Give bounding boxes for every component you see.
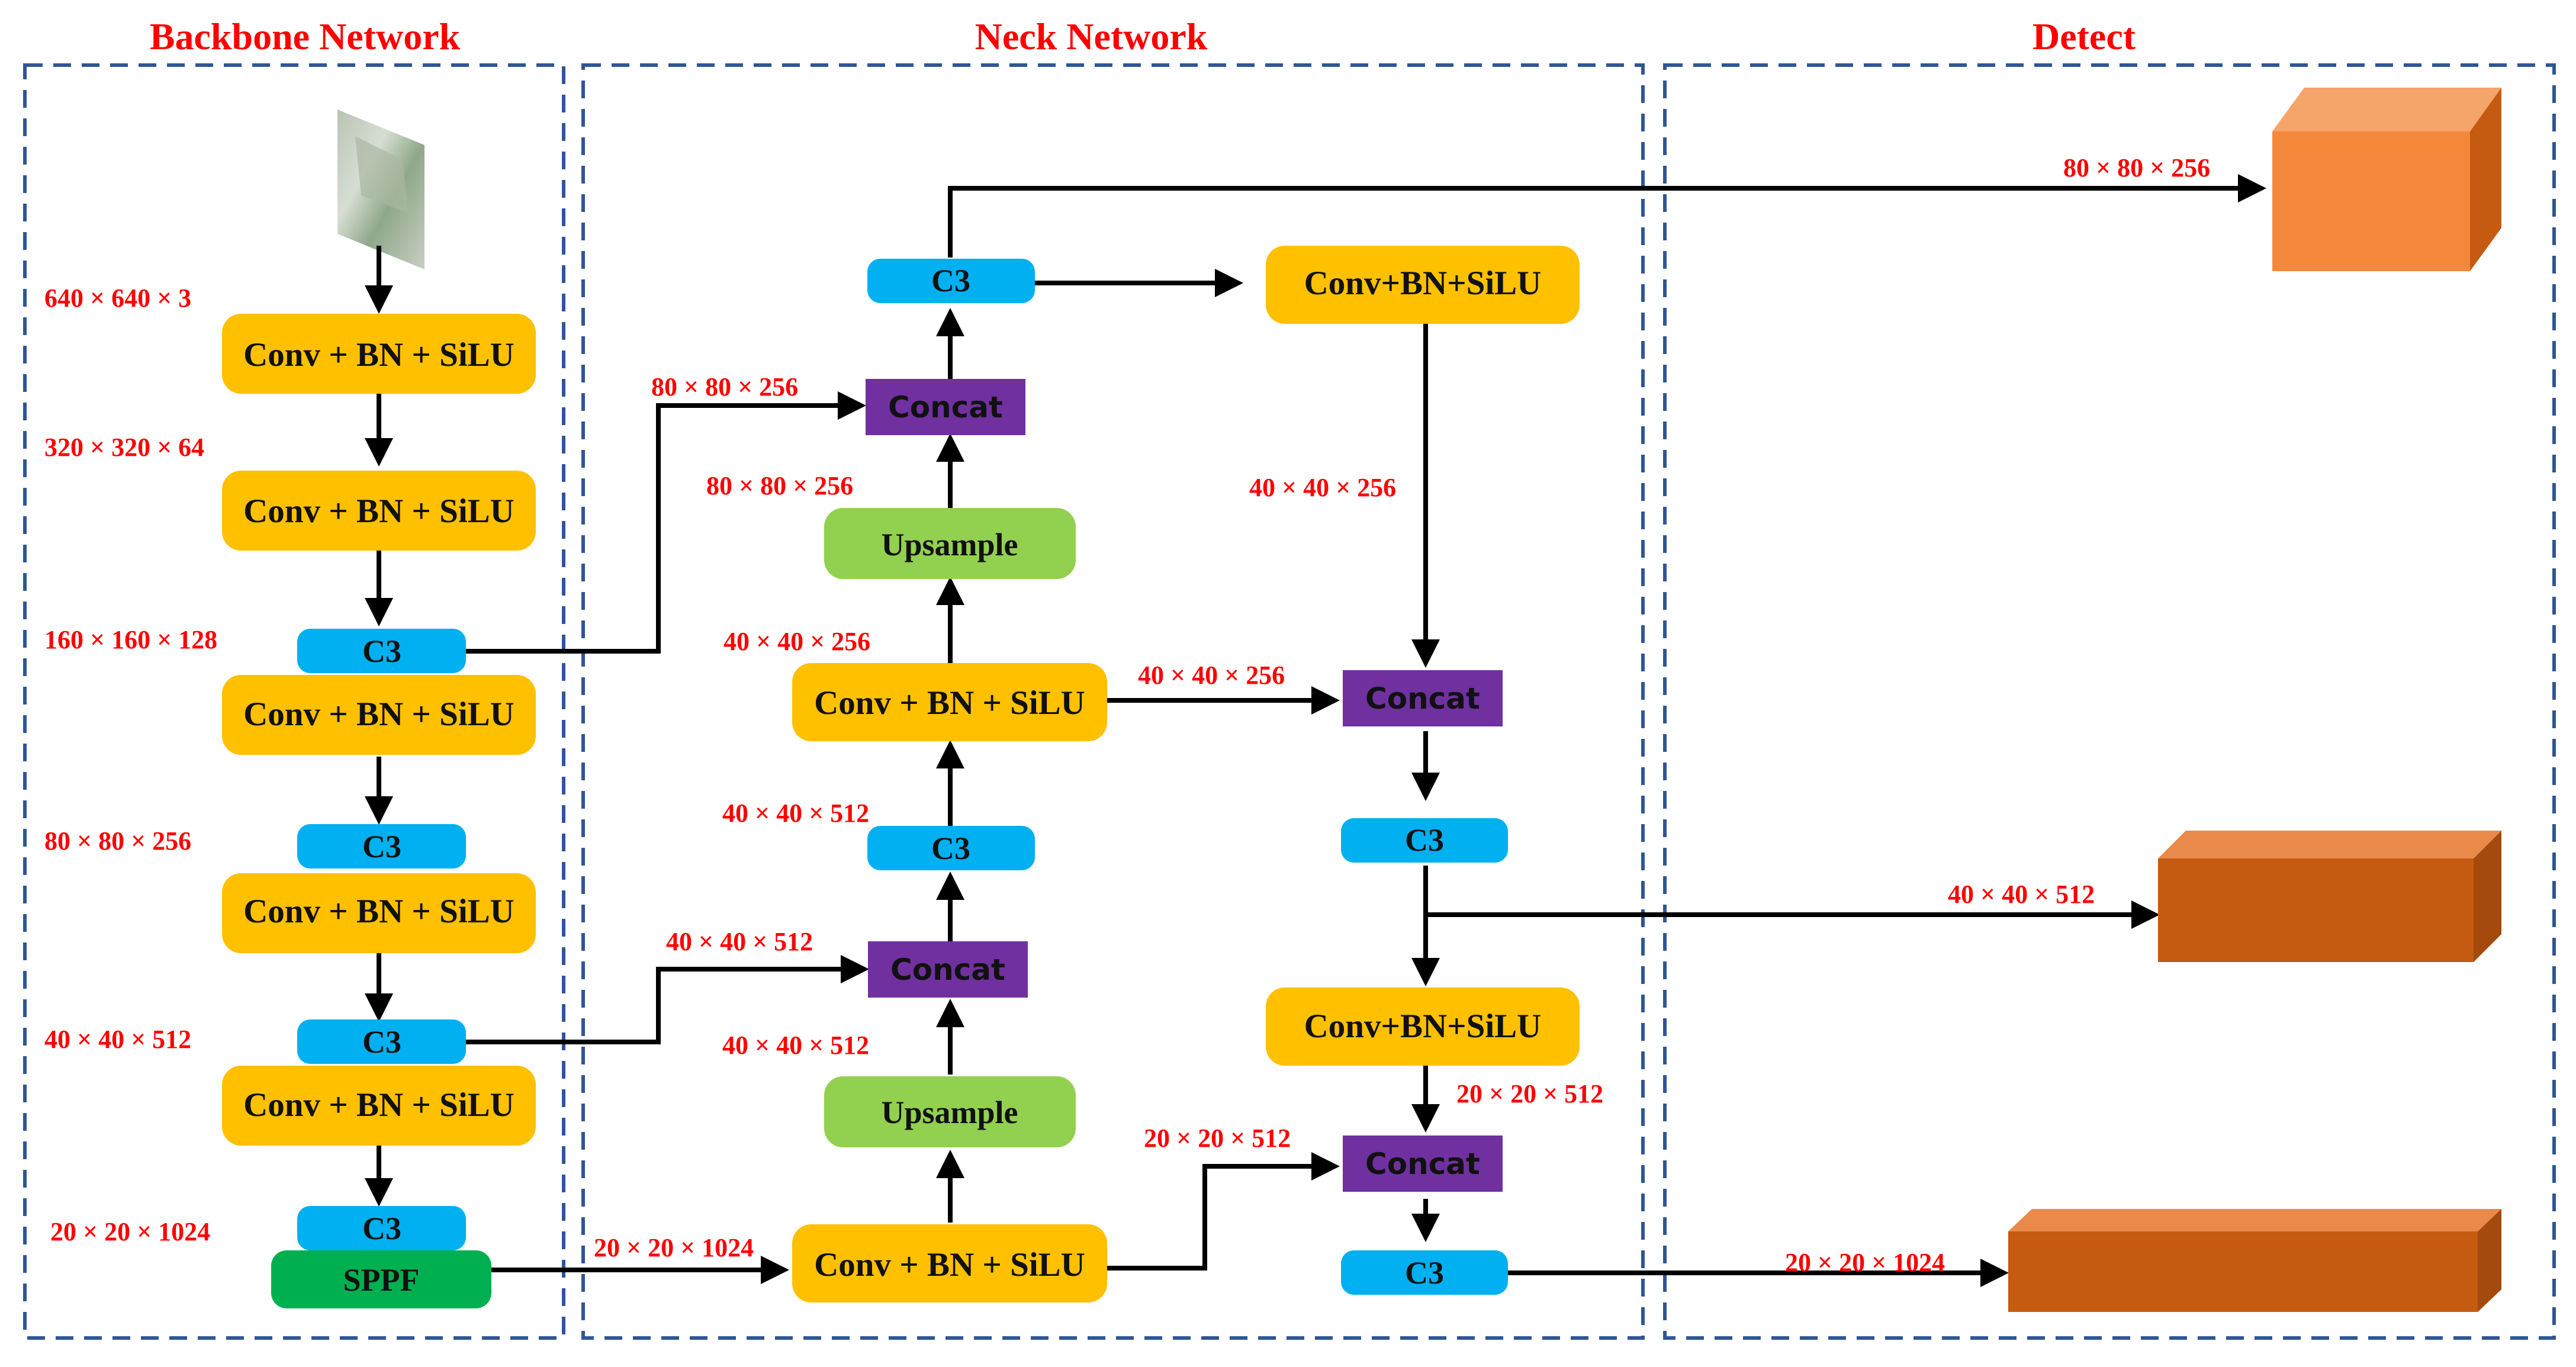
backbone-dim-1: 640 × 640 × 3	[44, 284, 191, 313]
backbone-c3-3-label: C3	[362, 1024, 401, 1060]
neck-upsample-1-label: Upsample	[881, 527, 1018, 562]
neck-dim-c3-mid-out: 40 × 40 × 512	[722, 799, 869, 828]
detect-head-2	[2158, 831, 2501, 962]
backbone-dim-5: 40 × 40 × 512	[44, 1025, 191, 1054]
neck-conv-right-top: Conv+BN+SiLU	[1266, 246, 1580, 324]
neck-conv-bottom: Conv + BN + SiLU	[792, 1224, 1107, 1302]
neck-concat-1-label: Concat	[888, 390, 1003, 424]
neck-c3-right-1: C3	[1341, 818, 1508, 863]
neck-concat-right-1: Concat	[1343, 670, 1503, 726]
arrow-c3-to-concat1	[465, 391, 866, 654]
backbone-c3-4: C3	[297, 1206, 466, 1250]
neck-dim-upsample-1: 80 × 80 × 256	[706, 471, 853, 500]
backbone-section-frame	[23, 63, 565, 1340]
neck-dim-conv-bottom-right: 20 × 20 × 512	[1456, 1079, 1603, 1108]
sppf-label: SPPF	[343, 1262, 420, 1298]
backbone-conv-3-label: Conv + BN + SiLU	[243, 696, 514, 733]
neck-dim-right-down: 40 × 40 × 256	[1249, 473, 1396, 502]
detect-head-3	[2008, 1209, 2501, 1312]
backbone-c3-4-label: C3	[362, 1211, 401, 1246]
backbone-dim-3: 160 × 160 × 128	[44, 625, 217, 654]
neck-concat-2-label: Concat	[890, 953, 1005, 987]
detect-dim-1: 80 × 80 × 256	[2063, 153, 2210, 182]
detect-dim-3: 20 × 20 × 1024	[1785, 1248, 1945, 1277]
neck-upsample-2: Upsample	[824, 1076, 1076, 1147]
backbone-c3-1-label: C3	[362, 633, 401, 669]
neck-dim-conv-mid-out: 40 × 40 × 256	[723, 627, 870, 656]
neck-dim-in-conv-bottom: 20 × 20 × 1024	[594, 1233, 754, 1262]
neck-c3-right-2: C3	[1341, 1250, 1508, 1295]
backbone-conv-4: Conv + BN + SiLU	[222, 873, 536, 953]
neck-conv-mid: Conv + BN + SiLU	[792, 663, 1107, 741]
neck-dim-right-bottom: 20 × 20 × 512	[1144, 1124, 1291, 1153]
backbone-conv-2-label: Conv + BN + SiLU	[243, 493, 514, 530]
backbone-conv-5: Conv + BN + SiLU	[222, 1066, 536, 1146]
detect-dim-2: 40 × 40 × 512	[1948, 880, 2095, 909]
neck-dim-upsample-2: 40 × 40 × 512	[722, 1031, 869, 1060]
backbone-conv-3: Conv + BN + SiLU	[222, 675, 536, 755]
neck-upsample-1: Upsample	[824, 508, 1076, 579]
backbone-title: Backbone Network	[150, 15, 461, 57]
neck-concat-right-2-label: Concat	[1365, 1147, 1480, 1181]
input-image	[337, 110, 424, 269]
neck-dim-conv-mid-right: 40 × 40 × 256	[1138, 661, 1285, 690]
neck-c3-right-2-label: C3	[1405, 1255, 1444, 1291]
backbone-c3-2: C3	[297, 824, 466, 869]
arrow-c3-to-head1	[948, 174, 2266, 258]
neck-concat-1: Concat	[866, 379, 1025, 435]
neck-conv-mid-label: Conv + BN + SiLU	[814, 684, 1085, 722]
backbone-conv-1: Conv + BN + SiLU	[222, 314, 536, 394]
backbone-conv-5-label: Conv + BN + SiLU	[243, 1086, 514, 1124]
detect-title: Detect	[2033, 15, 2136, 57]
neck-c3-right-1-label: C3	[1405, 822, 1444, 858]
neck-conv-bottom-label: Conv + BN + SiLU	[814, 1246, 1085, 1284]
neck-concat-right-2: Concat	[1343, 1136, 1503, 1192]
neck-conv-right-top-label: Conv+BN+SiLU	[1304, 265, 1542, 302]
neck-conv-right-bottom-label: Conv+BN+SiLU	[1304, 1008, 1542, 1045]
backbone-c3-2-label: C3	[362, 829, 401, 864]
neck-upsample-2-label: Upsample	[881, 1095, 1018, 1130]
backbone-dim-2: 320 × 320 × 64	[44, 433, 204, 462]
sppf-block: SPPF	[271, 1250, 491, 1308]
neck-dim-in-concat-1: 80 × 80 × 256	[651, 372, 798, 401]
backbone-conv-4-label: Conv + BN + SiLU	[243, 893, 514, 930]
neck-title: Neck Network	[975, 15, 1208, 57]
neck-c3-mid: C3	[867, 826, 1035, 870]
neck-conv-right-bottom: Conv+BN+SiLU	[1266, 988, 1580, 1066]
neck-c3-mid-label: C3	[931, 831, 970, 866]
backbone-dim-4: 80 × 80 × 256	[44, 826, 191, 855]
neck-c3-top-label: C3	[931, 263, 970, 298]
arrow-conv-bottom-to-concat-right	[1106, 1152, 1340, 1270]
neck-concat-right-1-label: Concat	[1365, 681, 1480, 716]
arrow-c3-to-concat2	[465, 955, 869, 1044]
backbone-conv-1-label: Conv + BN + SiLU	[243, 336, 514, 374]
backbone-c3-3: C3	[297, 1019, 466, 1064]
backbone-conv-2: Conv + BN + SiLU	[222, 471, 536, 551]
neck-c3-top: C3	[867, 259, 1035, 303]
detect-head-1	[2272, 88, 2501, 271]
neck-concat-2: Concat	[868, 941, 1028, 998]
neck-dim-in-concat-2: 40 × 40 × 512	[666, 927, 813, 956]
backbone-c3-1: C3	[297, 629, 466, 673]
backbone-dim-6: 20 × 20 × 1024	[50, 1217, 210, 1246]
